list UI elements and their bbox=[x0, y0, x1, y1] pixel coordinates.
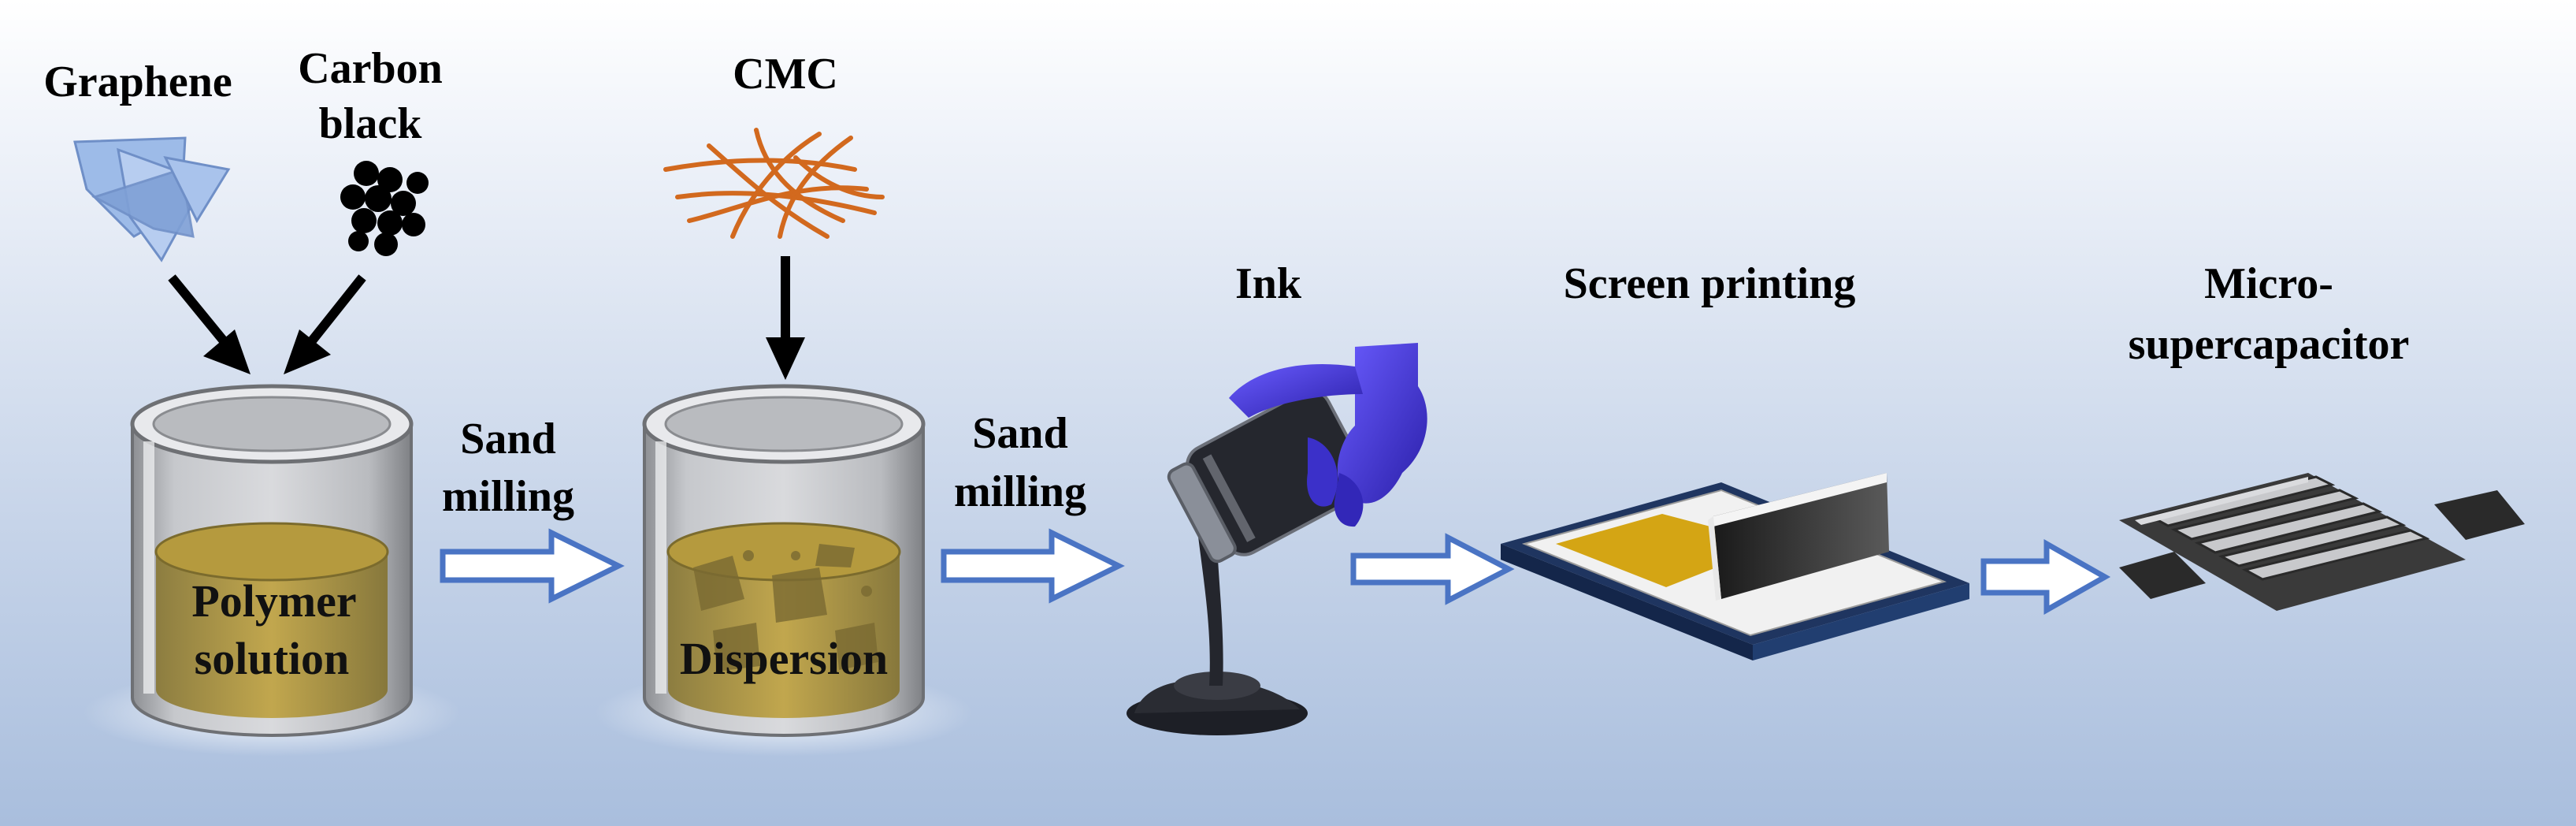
ink-label: Ink bbox=[1235, 259, 1302, 308]
polymer-solution-label: Polymer bbox=[191, 575, 356, 627]
dispersion-label: Dispersion bbox=[680, 633, 888, 684]
carbon-black-label: Carbon bbox=[298, 44, 443, 93]
sand-milling-2-label: Sand bbox=[972, 409, 1067, 458]
graphene-sheets-icon bbox=[73, 136, 231, 262]
micro-supercapacitor-device-icon bbox=[2119, 473, 2525, 611]
sand-milling-1-label: Sand bbox=[460, 415, 555, 463]
dispersed-flakes bbox=[693, 544, 878, 672]
cmc-label: CMC bbox=[733, 50, 838, 99]
carbon-black-particles-icon bbox=[340, 161, 429, 256]
carbon-black-label-2: black bbox=[319, 99, 423, 148]
screen-printing-illustration bbox=[1501, 473, 1969, 660]
polymer-solution-label-2: solution bbox=[195, 633, 350, 684]
to-micro-supercapacitor-arrow bbox=[1980, 538, 2111, 616]
sand-milling-1-arrow bbox=[440, 528, 625, 604]
sand-milling-2-label-2: milling bbox=[954, 467, 1086, 516]
ink-pouring-illustration bbox=[1127, 343, 1427, 735]
graphene-label: Graphene bbox=[43, 58, 232, 106]
micro-supercapacitor-label: Micro- bbox=[2204, 259, 2333, 308]
micro-supercapacitor-label-2: supercapacitor bbox=[2129, 320, 2410, 369]
dispersion-beaker bbox=[595, 384, 973, 757]
sand-milling-1-label-2: milling bbox=[442, 472, 574, 521]
screen-printing-label: Screen printing bbox=[1564, 259, 1856, 308]
polymer-solution-beaker bbox=[83, 384, 461, 757]
sand-milling-2-arrow bbox=[941, 528, 1125, 604]
cmc-fibers-icon bbox=[663, 128, 885, 239]
graphene-down-arrow bbox=[168, 274, 251, 374]
cmc-down-arrow bbox=[766, 256, 805, 380]
carbon-black-down-arrow bbox=[284, 274, 366, 374]
to-screen-printing-arrow bbox=[1350, 533, 1515, 605]
